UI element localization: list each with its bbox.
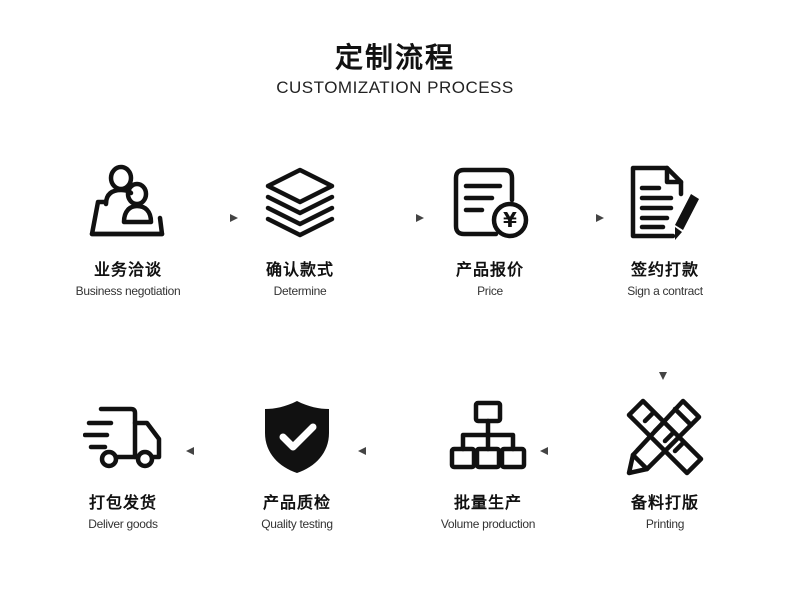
contract-pen-icon [630,165,699,240]
step-subtitle: Quality testing [261,517,333,531]
step-title: 签约打款 [630,260,699,279]
step-subtitle: Sign a contract [627,284,703,298]
ruler-pencil-icon [626,398,704,476]
step-volume-production: 批量生产 Volume production [413,397,563,531]
price-document-icon: ¥ [453,167,529,239]
step-subtitle: Price [477,284,503,298]
step-title: 产品质检 [262,493,331,512]
step-subtitle: Business negotiation [75,284,181,298]
step-price: ¥ 产品报价 Price [415,164,565,298]
page-subtitle: CUSTOMIZATION PROCESS [276,78,514,97]
step-subtitle: Volume production [440,517,536,531]
step-title: 批量生产 [453,493,522,512]
layers-icon [265,167,335,238]
step-title: 产品报价 [455,260,524,279]
delivery-truck-icon [83,406,162,469]
page-title: 定制流程 [334,41,455,74]
step-subtitle: Printing [645,517,685,531]
step-title: 业务洽谈 [93,260,162,279]
step-subtitle: Determine [273,284,327,298]
step-title: 备料打版 [630,493,699,512]
step-business-negotiation: 业务洽谈 Business negotiation [53,164,203,298]
step-printing: 备料打版 Printing [590,397,740,531]
shield-check-icon [265,401,329,473]
arrow-down [659,318,667,380]
step-quality-testing: 产品质检 Quality testing [222,397,372,531]
svg-text:¥: ¥ [503,208,517,232]
step-subtitle: Deliver goods [88,517,158,531]
step-deliver-goods: 打包发货 Deliver goods [48,397,198,531]
step-title: 确认款式 [265,260,334,279]
people-icon [89,164,165,237]
hierarchy-icon [449,400,527,470]
step-determine: 确认款式 Determine [225,164,375,298]
step-title: 打包发货 [88,493,157,512]
step-sign-contract: 签约打款 Sign a contract [590,164,740,298]
